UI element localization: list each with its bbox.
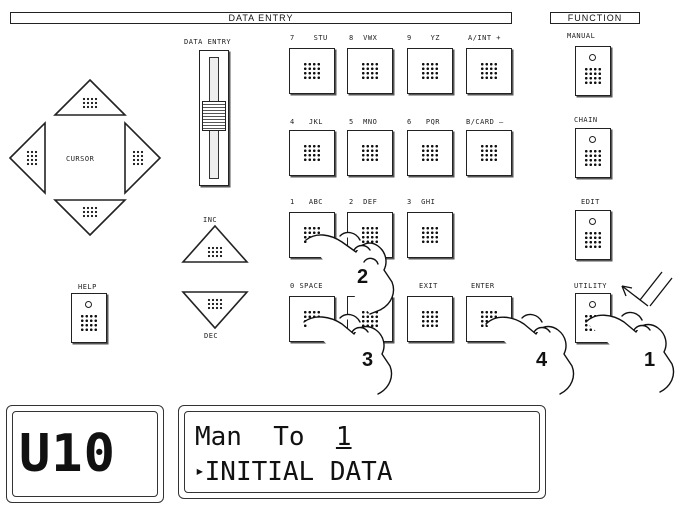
key-exit-label: EXIT xyxy=(419,282,438,290)
hand-step-4-icon xyxy=(485,313,575,395)
display-line-1: Man To 1 xyxy=(195,422,352,452)
data-entry-header: DATA ENTRY xyxy=(10,12,512,24)
key-5-button[interactable] xyxy=(347,130,393,176)
main-display-screen: Man To 1 ▸INITIAL DATA xyxy=(184,411,540,493)
inc-dec-buttons xyxy=(181,224,249,330)
step-2-number: 2 xyxy=(357,266,369,288)
hand-step-2-icon xyxy=(305,231,395,315)
hand-illustrations xyxy=(303,231,675,395)
key-dots xyxy=(303,62,321,80)
display-marker-icon: ▸ xyxy=(195,461,205,480)
hand-step-3-icon xyxy=(303,313,393,395)
key-2-label: 2 DEF xyxy=(349,198,378,206)
function-header-label: FUNCTION xyxy=(567,13,623,23)
display-line-1-value: 1 xyxy=(335,422,352,452)
cursor-right-button[interactable] xyxy=(124,121,162,195)
chain-key-dots xyxy=(584,149,602,167)
step-4-number: 4 xyxy=(536,349,548,371)
step-3-number: 3 xyxy=(362,349,374,371)
utility-led xyxy=(589,301,596,308)
chain-label: CHAIN xyxy=(574,116,598,124)
slider-label: DATA ENTRY xyxy=(184,38,232,46)
function-header: FUNCTION xyxy=(550,12,640,24)
display-line-1-mode: Man xyxy=(195,422,242,452)
key-3-button[interactable] xyxy=(407,212,453,258)
key-9-button[interactable] xyxy=(407,48,453,94)
key-a-int-button[interactable] xyxy=(466,48,512,94)
display-line-2: ▸INITIAL DATA xyxy=(195,456,392,487)
left-display-screen: U10 xyxy=(12,411,158,497)
help-led xyxy=(85,301,92,308)
key-4-label: 4 JKL xyxy=(290,118,324,126)
key-5-label: 5 MNO xyxy=(349,118,378,126)
utility-label: UTILITY xyxy=(574,282,608,290)
key-b-label: B/CARD – xyxy=(466,118,504,126)
key-9-label: 9 YZ xyxy=(407,34,441,42)
key-1-label: 1 ABC xyxy=(290,198,324,206)
key-exit-button[interactable] xyxy=(407,296,453,342)
cursor-down-button[interactable] xyxy=(53,199,127,237)
manual-label: MANUAL xyxy=(567,32,596,40)
slider-knob[interactable] xyxy=(202,101,226,131)
step-1-number: 1 xyxy=(644,349,656,371)
key-enter-label: ENTER xyxy=(471,282,495,290)
key-dots xyxy=(421,310,439,328)
key-dots xyxy=(480,144,498,162)
cursor-left-button[interactable] xyxy=(8,121,46,195)
chain-button[interactable] xyxy=(575,128,611,178)
key-8-label: 8 VWX xyxy=(349,34,378,42)
key-dots xyxy=(303,144,321,162)
key-dots xyxy=(361,226,379,244)
key-0-label: 0 SPACE xyxy=(290,282,324,290)
chain-led xyxy=(589,136,596,143)
key-dots xyxy=(421,226,439,244)
left-display: U10 xyxy=(6,405,164,503)
manual-key-dots xyxy=(584,67,602,85)
manual-led xyxy=(589,54,596,61)
key-7-label: 7 STU xyxy=(290,34,328,42)
inc-label: INC xyxy=(203,216,218,224)
key-7-button[interactable] xyxy=(289,48,335,94)
key-dots xyxy=(361,144,379,162)
display-line-2-text: INITIAL DATA xyxy=(204,457,393,487)
data-entry-slider[interactable] xyxy=(199,50,229,186)
key-4-button[interactable] xyxy=(289,130,335,176)
press-arrow-icon xyxy=(621,271,673,307)
key-6-label: 6 PQR xyxy=(407,118,441,126)
dec-label: DEC xyxy=(204,332,219,340)
edit-led xyxy=(589,218,596,225)
key-dots xyxy=(421,62,439,80)
main-display: Man To 1 ▸INITIAL DATA xyxy=(178,405,546,499)
cursor-up-button[interactable] xyxy=(53,78,127,116)
key-dots xyxy=(361,62,379,80)
dec-button[interactable] xyxy=(181,291,249,330)
inc-button[interactable] xyxy=(181,224,249,263)
left-display-text: U10 xyxy=(19,424,116,484)
edit-key-dots xyxy=(584,231,602,249)
display-line-1-to: To xyxy=(273,422,305,452)
help-label: HELP xyxy=(78,283,97,291)
hand-step-1-icon xyxy=(585,311,675,393)
key-b-card-button[interactable] xyxy=(466,130,512,176)
key-dots xyxy=(361,310,379,328)
manual-button[interactable] xyxy=(575,46,611,96)
edit-label: EDIT xyxy=(581,198,600,206)
key-3-label: 3 GHI xyxy=(407,198,436,206)
help-button[interactable] xyxy=(71,293,107,343)
cursor-pad xyxy=(8,78,162,237)
help-key-dots xyxy=(80,314,98,332)
cursor-label: CURSOR xyxy=(66,155,95,163)
edit-button[interactable] xyxy=(575,210,611,260)
data-entry-header-label: DATA ENTRY xyxy=(228,13,294,23)
key-a-label: A/INT + xyxy=(468,34,502,42)
key-dots xyxy=(421,144,439,162)
key-dots xyxy=(480,62,498,80)
key-8-button[interactable] xyxy=(347,48,393,94)
key-6-button[interactable] xyxy=(407,130,453,176)
